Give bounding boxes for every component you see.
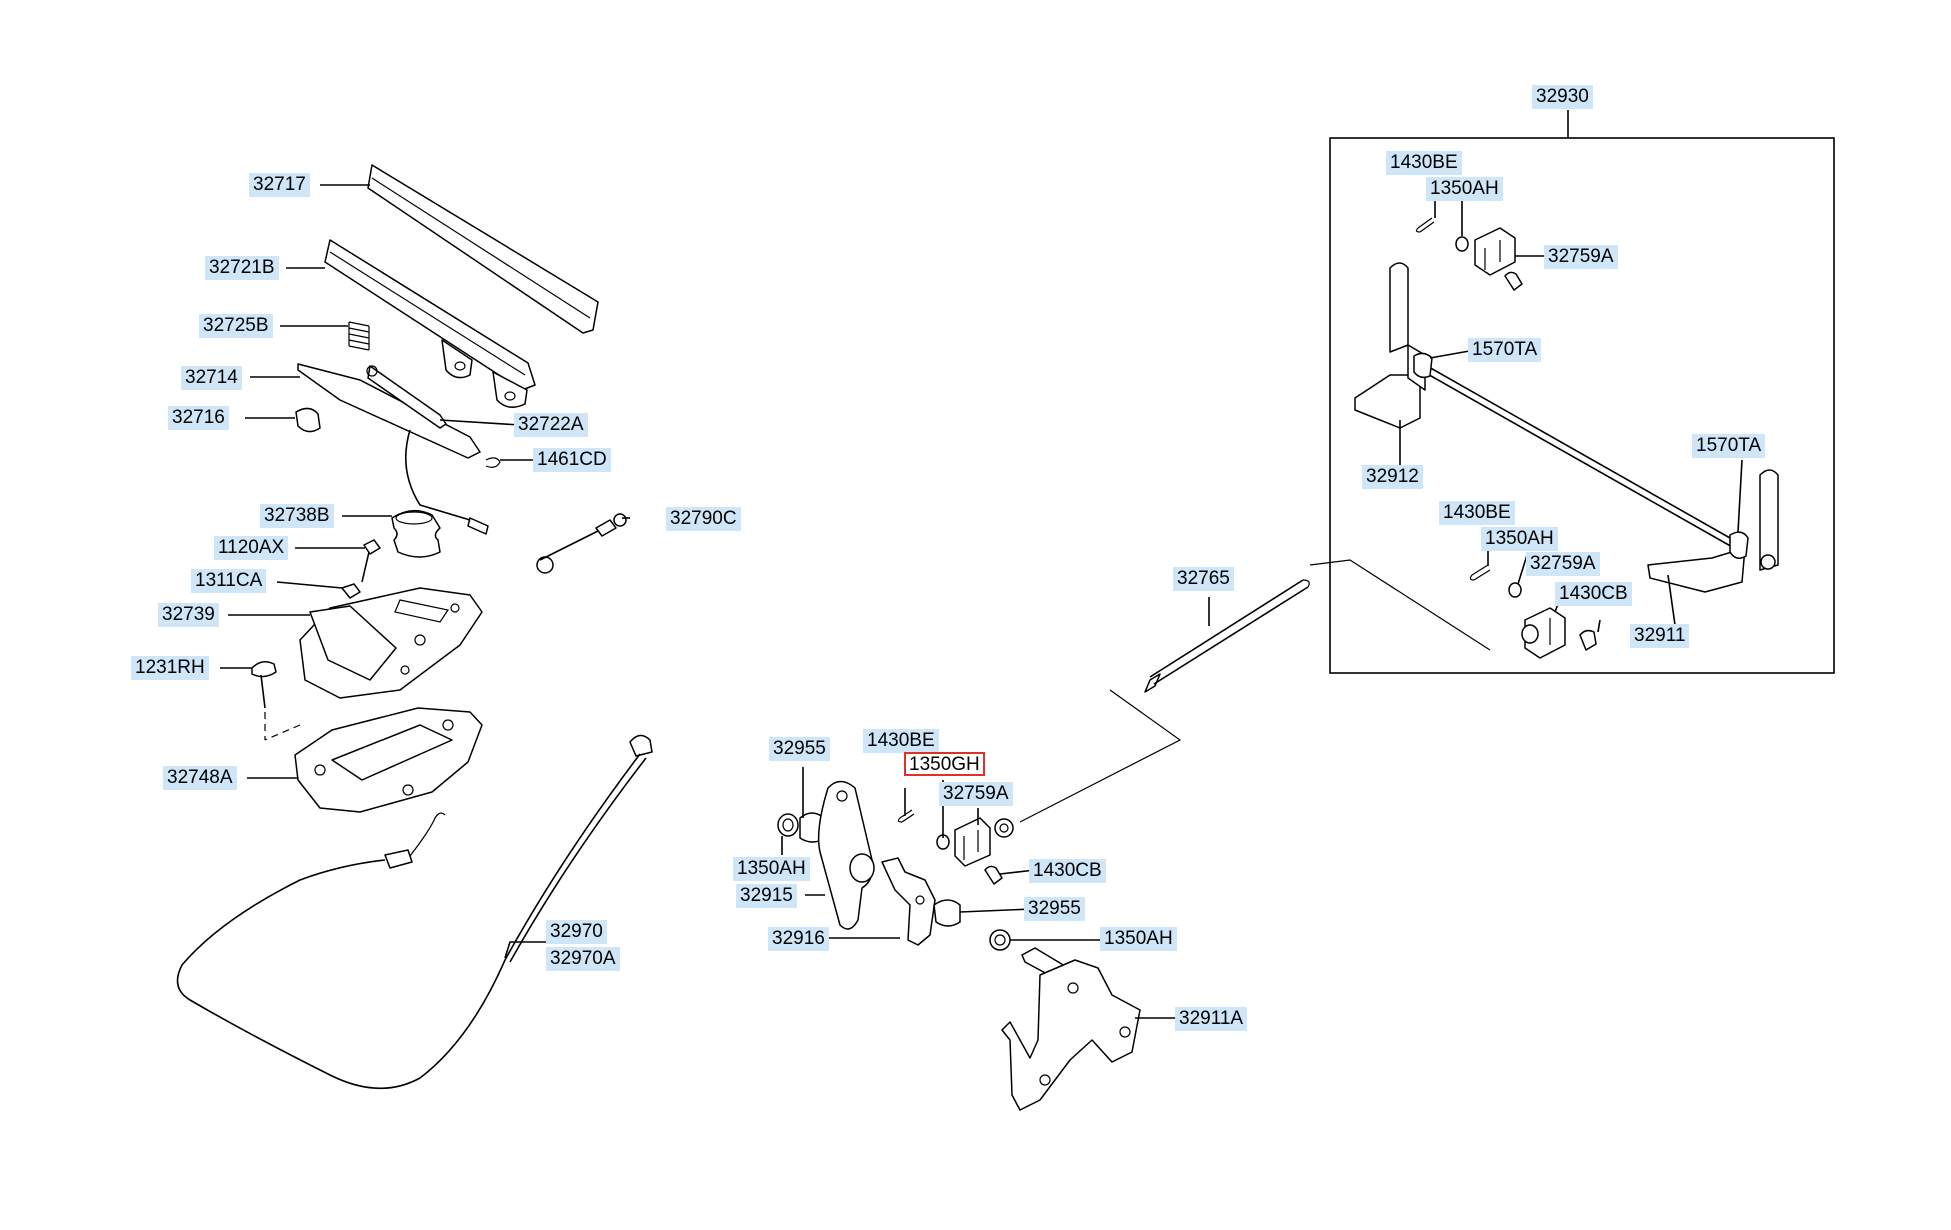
label-32759A-low[interactable]: 32759A xyxy=(1526,552,1600,576)
label-1350GH[interactable]: 1350GH xyxy=(904,752,985,776)
label-32911[interactable]: 32911 xyxy=(1630,624,1690,648)
label-32714[interactable]: 32714 xyxy=(181,366,242,390)
bolt-1430CB-mid xyxy=(984,865,1003,885)
bolt-1120AX xyxy=(361,539,381,583)
clip-32759A-mid xyxy=(954,817,991,867)
bushing-1570TA-a xyxy=(1413,352,1433,379)
label-32738B[interactable]: 32738B xyxy=(260,504,334,528)
label-1570TA-a[interactable]: 1570TA xyxy=(1468,338,1542,362)
label-1350AH-low[interactable]: 1350AH xyxy=(1481,527,1558,551)
nut-1311CA xyxy=(341,583,361,599)
label-32739[interactable]: 32739 xyxy=(158,603,219,627)
clip-32759A-top xyxy=(1474,227,1516,276)
label-1350AH-bot[interactable]: 1350AH xyxy=(1100,927,1177,951)
bracket-32739 xyxy=(299,587,483,699)
pedal-lever-32714 xyxy=(297,363,481,459)
shaft-rod xyxy=(1419,361,1735,549)
bracket-32911A xyxy=(1001,947,1141,1111)
bolt-1430CB-top xyxy=(1504,271,1523,291)
label-1430BE-low[interactable]: 1430BE xyxy=(1439,501,1515,525)
label-1231RH[interactable]: 1231RH xyxy=(131,656,209,680)
label-32725B[interactable]: 32725B xyxy=(199,314,273,338)
label-1430BE-top[interactable]: 1430BE xyxy=(1386,151,1462,175)
label-32912[interactable]: 32912 xyxy=(1362,465,1423,489)
label-32970A[interactable]: 32970A xyxy=(546,947,620,971)
washer-1350AH-left xyxy=(777,813,799,837)
leader-assembly-link xyxy=(1019,689,1182,823)
bolt-1430CB-low xyxy=(1579,629,1597,651)
pedal-pad-32717 xyxy=(367,164,599,334)
bushing-1570TA-b xyxy=(1729,531,1749,559)
stop-32716 xyxy=(295,407,321,433)
leader-box-link xyxy=(1309,559,1491,651)
bushing-32955-bot xyxy=(933,899,961,927)
cable-32970 xyxy=(176,734,653,1090)
rod-32765 xyxy=(1144,579,1310,693)
label-1311CA[interactable]: 1311CA xyxy=(191,569,267,593)
label-32759A-top[interactable]: 32759A xyxy=(1544,245,1618,269)
screw-1231RH xyxy=(251,661,301,741)
washer-1350AH-top xyxy=(1455,236,1469,252)
label-32911A[interactable]: 32911A xyxy=(1175,1007,1248,1031)
plate-32748A xyxy=(294,707,483,813)
screw-32790C xyxy=(536,513,627,574)
label-32955-bot[interactable]: 32955 xyxy=(1024,897,1085,921)
spring-32725B xyxy=(348,321,370,351)
label-1350AH-top[interactable]: 1350AH xyxy=(1426,177,1503,201)
label-32748A[interactable]: 32748A xyxy=(163,766,237,790)
pin-1430BE-mid xyxy=(897,809,915,823)
clip-32759A-low xyxy=(1521,607,1566,659)
bracket-32916 xyxy=(881,857,936,946)
pin-1430BE-low xyxy=(1469,564,1491,581)
pin-1430BE-top xyxy=(1415,217,1435,233)
label-1430CB-low[interactable]: 1430CB xyxy=(1555,582,1632,606)
label-32717[interactable]: 32717 xyxy=(249,173,310,197)
label-32930[interactable]: 32930 xyxy=(1532,85,1593,109)
washer-32759A-side xyxy=(994,818,1014,838)
label-1461CD[interactable]: 1461CD xyxy=(533,448,611,472)
label-32721B[interactable]: 32721B xyxy=(205,256,279,280)
boot-32738B xyxy=(391,509,441,558)
clip-1461CD xyxy=(485,457,501,468)
label-1570TA-b[interactable]: 1570TA xyxy=(1692,434,1766,458)
assembly-box-32930 xyxy=(1329,137,1835,674)
label-32722A[interactable]: 32722A xyxy=(514,413,588,437)
label-1430CB-mid[interactable]: 1430CB xyxy=(1029,859,1106,883)
label-32970[interactable]: 32970 xyxy=(546,920,607,944)
pedal-arm-32721B xyxy=(324,239,536,408)
label-32716[interactable]: 32716 xyxy=(168,406,229,430)
label-32790C[interactable]: 32790C xyxy=(666,507,741,531)
label-1120AX[interactable]: 1120AX xyxy=(214,536,289,560)
washer-1350AH-low xyxy=(1508,582,1522,598)
cable-arm xyxy=(404,429,489,535)
label-32759A-mid[interactable]: 32759A xyxy=(939,782,1013,806)
lever-32915 xyxy=(817,780,875,930)
label-1430BE-mid[interactable]: 1430BE xyxy=(863,729,939,753)
label-32915[interactable]: 32915 xyxy=(736,884,797,908)
label-32955-top[interactable]: 32955 xyxy=(769,737,830,761)
arm-32912 xyxy=(1354,262,1426,429)
label-32765[interactable]: 32765 xyxy=(1173,567,1234,591)
label-1350AH-left[interactable]: 1350AH xyxy=(733,857,810,881)
arm-32911 xyxy=(1647,469,1779,593)
washer-1350AH-bot xyxy=(989,929,1011,951)
label-32916[interactable]: 32916 xyxy=(768,927,829,951)
